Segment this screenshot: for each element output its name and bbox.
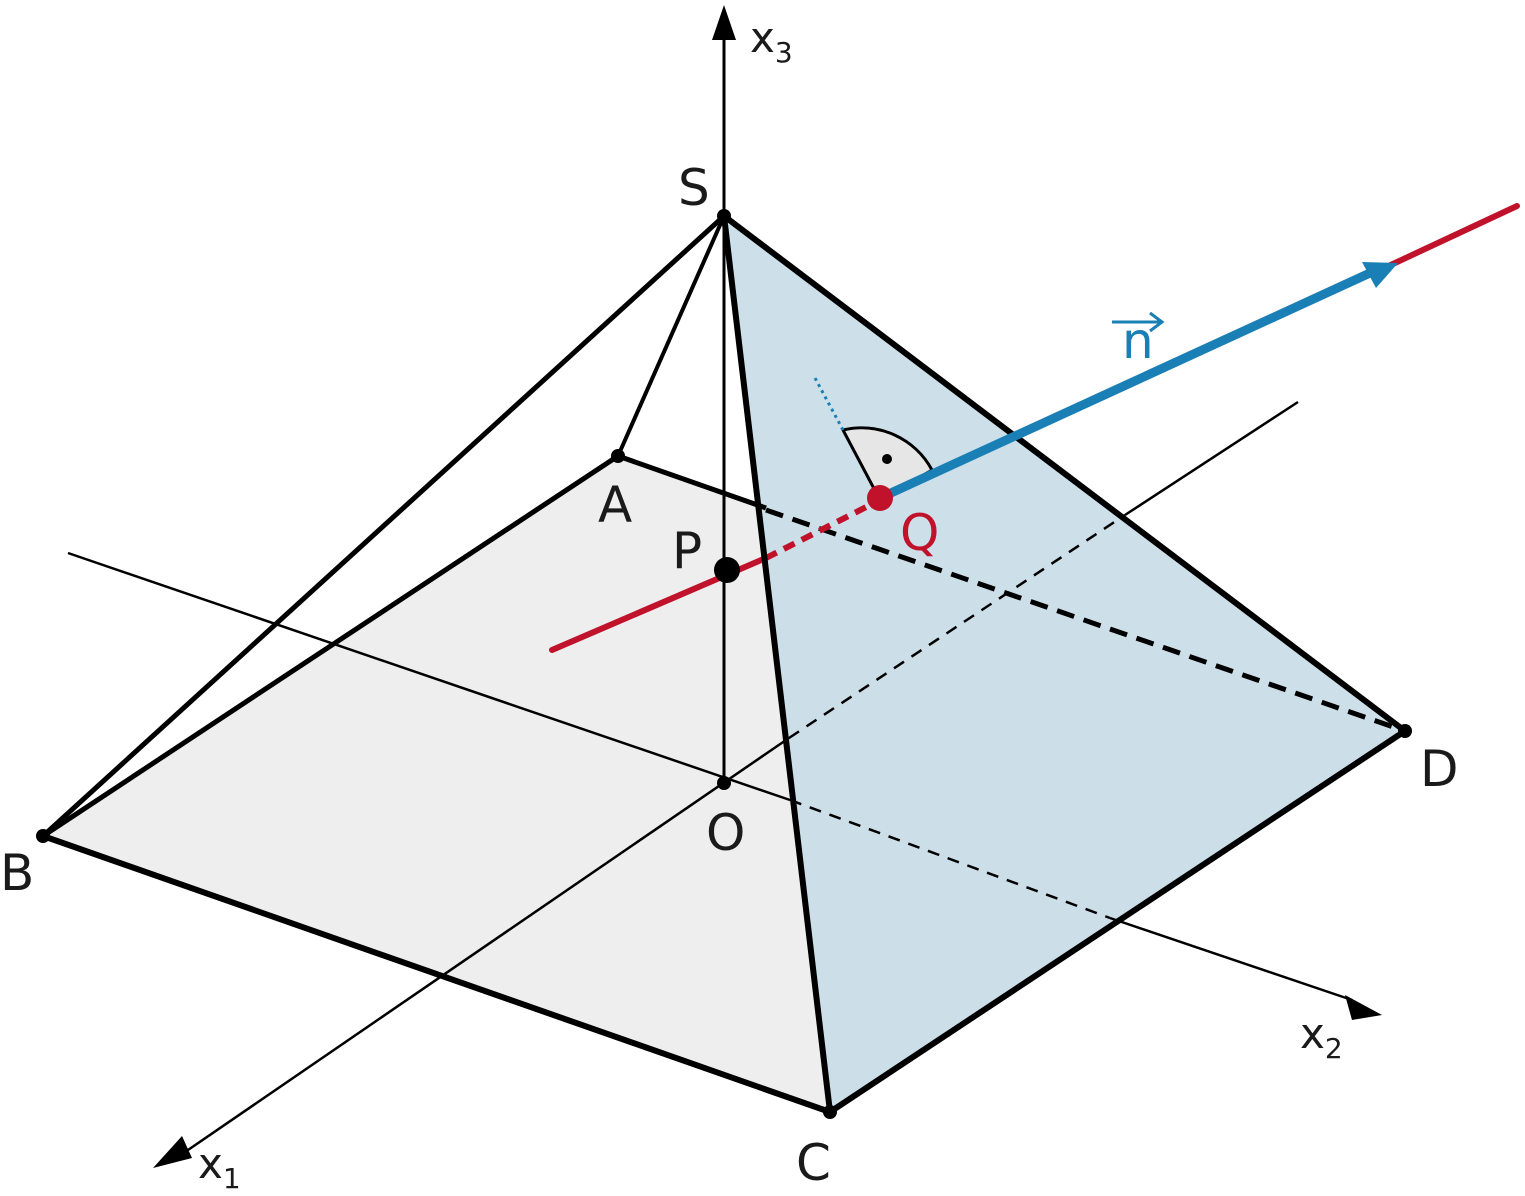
- normal-vector: [875, 268, 1375, 503]
- normal-vector-arrow-head: [1362, 262, 1398, 288]
- label-x3-axis: x3: [750, 13, 793, 69]
- x1-axis-back: [1124, 400, 1299, 517]
- label-o: O: [706, 804, 745, 862]
- vector-n-overline-tip: [1149, 311, 1165, 333]
- x2-axis-hidden: [789, 798, 1111, 920]
- right-angle-dot: [882, 454, 892, 464]
- label-x1-axis: x1: [198, 1139, 241, 1195]
- x1-axis-hidden: [788, 513, 1126, 740]
- label-c: C: [796, 1134, 831, 1192]
- edge-cd: [828, 728, 1407, 1115]
- edge-ab: [41, 453, 620, 839]
- edge-sc: [721, 215, 833, 1113]
- line-pq-hidden: [764, 497, 882, 561]
- label-x2-base: x: [1300, 1009, 1325, 1058]
- point-d: [1398, 724, 1412, 738]
- label-x1-base: x: [198, 1139, 223, 1188]
- point-o: [717, 776, 731, 790]
- label-q: Q: [900, 504, 939, 562]
- face-scd: [724, 216, 1405, 1112]
- line-beyond: [1377, 203, 1520, 273]
- edge-bc: [42, 833, 831, 1115]
- edge-ad-visible: [617, 453, 767, 511]
- point-c: [823, 1105, 837, 1119]
- edge-sd: [722, 213, 1407, 734]
- label-b: B: [0, 844, 34, 902]
- point-p: [714, 557, 740, 583]
- label-a: A: [598, 476, 632, 534]
- point-b: [36, 829, 50, 843]
- point-q: [867, 485, 893, 511]
- label-s: S: [678, 159, 710, 217]
- x2-arrow-head: [1345, 995, 1382, 1020]
- x1-axis: [187, 736, 790, 1152]
- label-d: D: [1420, 740, 1459, 798]
- label-x2-axis: x2: [1300, 1009, 1343, 1065]
- edge-sb: [41, 214, 726, 838]
- label-x3-base: x: [750, 13, 775, 62]
- label-x1-sub: 1: [223, 1162, 241, 1195]
- label-p: P: [672, 522, 702, 580]
- x3-arrow-head: [712, 5, 736, 40]
- edge-sa: [616, 215, 726, 457]
- point-a: [611, 449, 625, 463]
- label-x3-sub: 3: [775, 36, 793, 69]
- normal-dotted-line: [813, 377, 845, 431]
- x2-axis-front: [1109, 916, 1353, 1002]
- x1-arrow-head: [153, 1136, 192, 1168]
- edge-ad-hidden: [765, 507, 1406, 734]
- label-x2-sub: 2: [1325, 1032, 1343, 1065]
- point-s: [717, 209, 731, 223]
- x2-axis: [67, 551, 791, 802]
